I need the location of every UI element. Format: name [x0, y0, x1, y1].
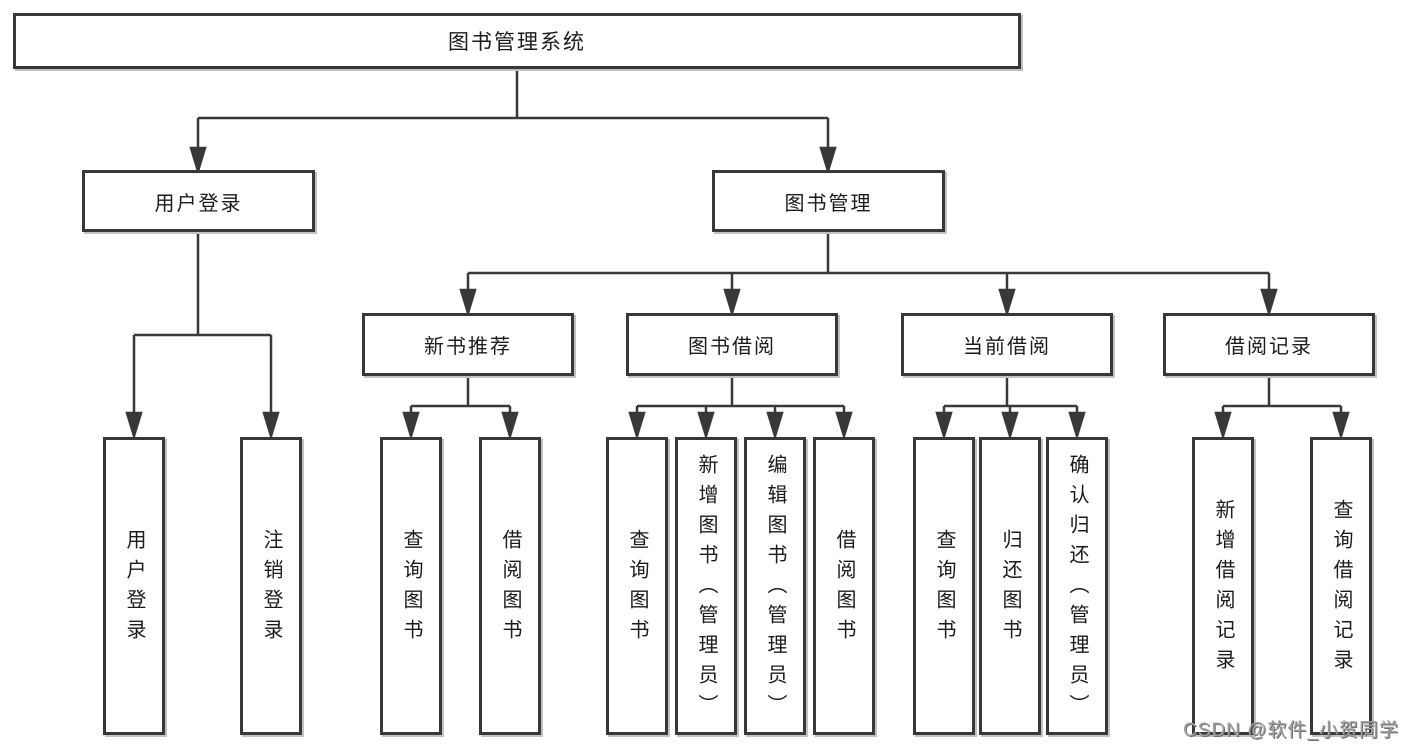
leaf-bb-edit-book: 编辑图书（管理员）: [744, 437, 806, 735]
edge-new-book-recommend-to-leaves: [402, 376, 519, 441]
edge-user-login-to-leaves: [125, 232, 280, 441]
leaf-cb-return-book: 归还图书: [979, 437, 1041, 735]
node-borrow-records: 借阅记录: [1163, 313, 1375, 376]
node-user-login: 用户登录: [82, 170, 315, 232]
leaf-br-add-record: 新增借阅记录: [1192, 437, 1254, 735]
edge-current-borrow-to-leaves: [935, 376, 1086, 441]
leaf-nb-query-book: 查询图书: [380, 437, 442, 735]
node-current-borrow: 当前借阅: [901, 313, 1113, 376]
leaf-nb-borrow-book: 借阅图书: [479, 437, 541, 735]
leaf-br-query-record: 查询借阅记录: [1310, 437, 1372, 735]
node-book-borrow: 图书借阅: [626, 313, 838, 376]
node-root: 图书管理系统: [13, 13, 1021, 69]
leaf-cb-confirm-return: 确认归还（管理员）: [1046, 437, 1108, 735]
node-book-management: 图书管理: [712, 170, 945, 232]
leaf-bb-borrow-book: 借阅图书: [813, 437, 875, 735]
edge-book-borrow-to-leaves: [628, 376, 853, 441]
leaf-bb-add-book: 新增图书（管理员）: [675, 437, 737, 735]
edge-root-to-level2: [189, 69, 837, 176]
edge-borrow-records-to-leaves: [1214, 376, 1350, 441]
node-new-book-recommend: 新书推荐: [362, 313, 574, 376]
leaf-bb-query-book: 查询图书: [606, 437, 668, 735]
leaf-logout: 注销登录: [240, 437, 302, 735]
csdn-watermark: CSDN @软件_小贺同学: [1183, 720, 1399, 741]
leaf-cb-query-book: 查询图书: [913, 437, 975, 735]
edge-book-management-to-level3: [459, 232, 1278, 318]
leaf-user-login: 用户登录: [103, 437, 165, 735]
